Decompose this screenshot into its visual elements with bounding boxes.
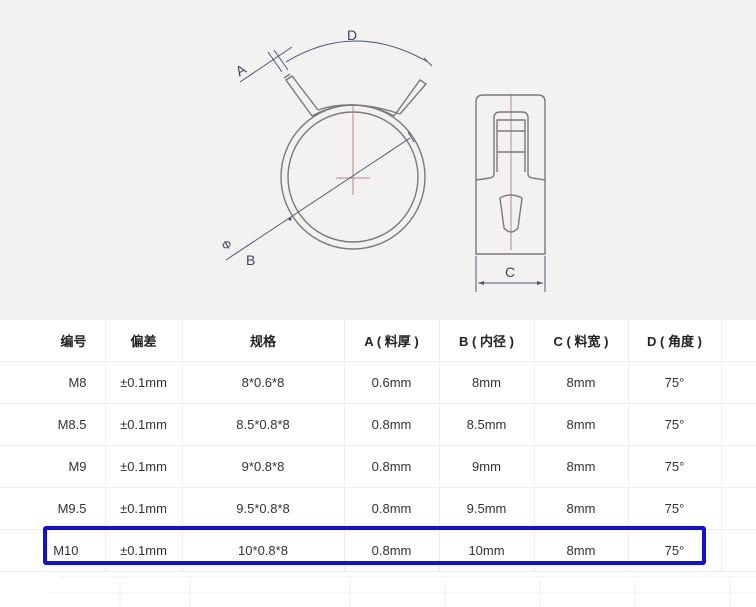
- cell-d: 75°: [627, 487, 721, 530]
- header-b-inner-diameter: B ( 内径 ): [438, 320, 534, 362]
- header-d-angle: D ( 角度 ): [627, 320, 721, 362]
- arrowheads: [288, 217, 543, 285]
- cell-code: M8: [0, 361, 105, 404]
- cell-empty: [720, 529, 756, 572]
- dimension-label-c: C: [505, 264, 516, 280]
- cell-code: M8.5: [0, 403, 105, 446]
- table-row-highlighted: M10 ±0.1mm 10*0.8*8 0.8mm 10mm 8mm 75°: [0, 529, 756, 572]
- cell-c: 8mm: [533, 487, 628, 530]
- clamp-side-view: [475, 94, 546, 255]
- cell-empty: [720, 445, 756, 488]
- cell-a: 0.8mm: [343, 445, 439, 488]
- cell-d: 75°: [627, 361, 721, 404]
- table-row: M9 ±0.1mm 9*0.8*8 0.8mm 9mm 8mm 75°: [0, 445, 756, 488]
- dimension-label-b: B: [246, 252, 256, 268]
- cell-b: 10mm: [438, 529, 534, 572]
- cell-empty: [720, 361, 756, 404]
- cell-tolerance: ±0.1mm: [104, 445, 182, 488]
- header-spec: 规格: [181, 320, 344, 362]
- cell-a: 0.6mm: [343, 361, 439, 404]
- cell-code: M10: [0, 529, 105, 572]
- cell-a: 0.8mm: [343, 529, 439, 572]
- cell-code: M9.5: [0, 487, 105, 530]
- cell-b: 9.5mm: [438, 487, 534, 530]
- header-code: 编号: [0, 320, 105, 362]
- cell-spec: 8.5*0.8*8: [181, 403, 344, 446]
- technical-drawing: D A Φ B C: [219, 27, 546, 292]
- header-empty: [720, 320, 756, 362]
- cell-spec: 8*0.6*8: [181, 361, 344, 404]
- dimension-d: [225, 40, 546, 292]
- header-a-thickness: A ( 料厚 ): [343, 320, 439, 362]
- faint-grid-lines: [50, 576, 756, 607]
- cell-code: M9: [0, 445, 105, 488]
- cell-empty: [720, 487, 756, 530]
- cell-empty: [720, 403, 756, 446]
- cell-b: 8.5mm: [438, 403, 534, 446]
- spec-table: 编号 偏差 规格 A ( 料厚 ) B ( 内径 ) C ( 料宽 ) D ( …: [0, 320, 756, 572]
- cell-a: 0.8mm: [343, 403, 439, 446]
- cell-spec: 9.5*0.8*8: [181, 487, 344, 530]
- cell-tolerance: ±0.1mm: [104, 529, 182, 572]
- cell-c: 8mm: [533, 403, 628, 446]
- table-row: M8 ±0.1mm 8*0.6*8 0.6mm 8mm 8mm 75°: [0, 361, 756, 404]
- cell-b: 8mm: [438, 361, 534, 404]
- cell-tolerance: ±0.1mm: [104, 403, 182, 446]
- cell-c: 8mm: [533, 361, 628, 404]
- table-row: M8.5 ±0.1mm 8.5*0.8*8 0.8mm 8.5mm 8mm 75…: [0, 403, 756, 446]
- cell-spec: 10*0.8*8: [181, 529, 344, 572]
- cell-a: 0.8mm: [343, 487, 439, 530]
- clamp-drawing-svg: [225, 40, 546, 292]
- table-header-row: 编号 偏差 规格 A ( 料厚 ) B ( 内径 ) C ( 料宽 ) D ( …: [0, 320, 756, 362]
- spec-table-section: 编号 偏差 规格 A ( 料厚 ) B ( 内径 ) C ( 料宽 ) D ( …: [0, 320, 756, 607]
- cell-d: 75°: [627, 403, 721, 446]
- cell-c: 8mm: [533, 529, 628, 572]
- dimension-label-d: D: [347, 27, 358, 43]
- header-c-width: C ( 料宽 ): [533, 320, 628, 362]
- table-row: M9.5 ±0.1mm 9.5*0.8*8 0.8mm 9.5mm 8mm 75…: [0, 487, 756, 530]
- cell-b: 9mm: [438, 445, 534, 488]
- centerlines: [336, 94, 512, 250]
- header-tolerance: 偏差: [104, 320, 182, 362]
- cell-d: 75°: [627, 529, 721, 572]
- cell-tolerance: ±0.1mm: [104, 361, 182, 404]
- cell-tolerance: ±0.1mm: [104, 487, 182, 530]
- cell-spec: 9*0.8*8: [181, 445, 344, 488]
- cell-d: 75°: [627, 445, 721, 488]
- cell-c: 8mm: [533, 445, 628, 488]
